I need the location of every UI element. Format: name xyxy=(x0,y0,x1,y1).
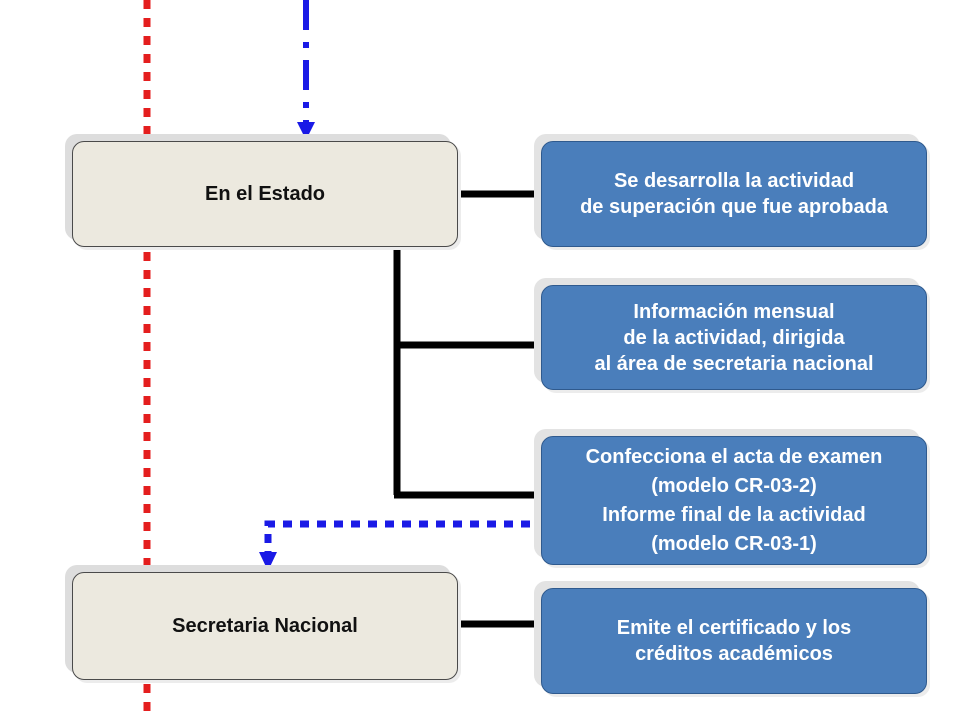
step-informacion-mensual: Información mensual de la actividad, dir… xyxy=(541,285,927,390)
step-desarrolla-actividad: Se desarrolla la actividad de superación… xyxy=(541,141,927,247)
step-desarrolla-actividad-text: Se desarrolla la actividad de superación… xyxy=(580,170,888,218)
step-confecciona-acta-text: Confecciona el acta de examen (modelo CR… xyxy=(585,445,883,555)
step-emite-certificado: Emite el certificado y los créditos acad… xyxy=(541,588,927,694)
stage-en-el-estado-label: En el Estado xyxy=(204,182,326,205)
stage-en-el-estado: En el Estado xyxy=(72,141,458,247)
stage-secretaria-nacional-label: Secretaria Nacional xyxy=(172,614,358,637)
stage-secretaria-nacional: Secretaria Nacional xyxy=(72,572,458,680)
blue-dotted-return-line xyxy=(264,520,530,552)
step-informacion-mensual-text: Información mensual de la actividad, dir… xyxy=(594,300,874,375)
arrowhead-into-estado xyxy=(297,122,315,140)
step-emite-certificado-text: Emite el certificado y los créditos acad… xyxy=(616,617,852,665)
step-confecciona-acta: Confecciona el acta de examen (modelo CR… xyxy=(541,436,927,565)
arrowhead-into-secretaria xyxy=(259,552,277,571)
